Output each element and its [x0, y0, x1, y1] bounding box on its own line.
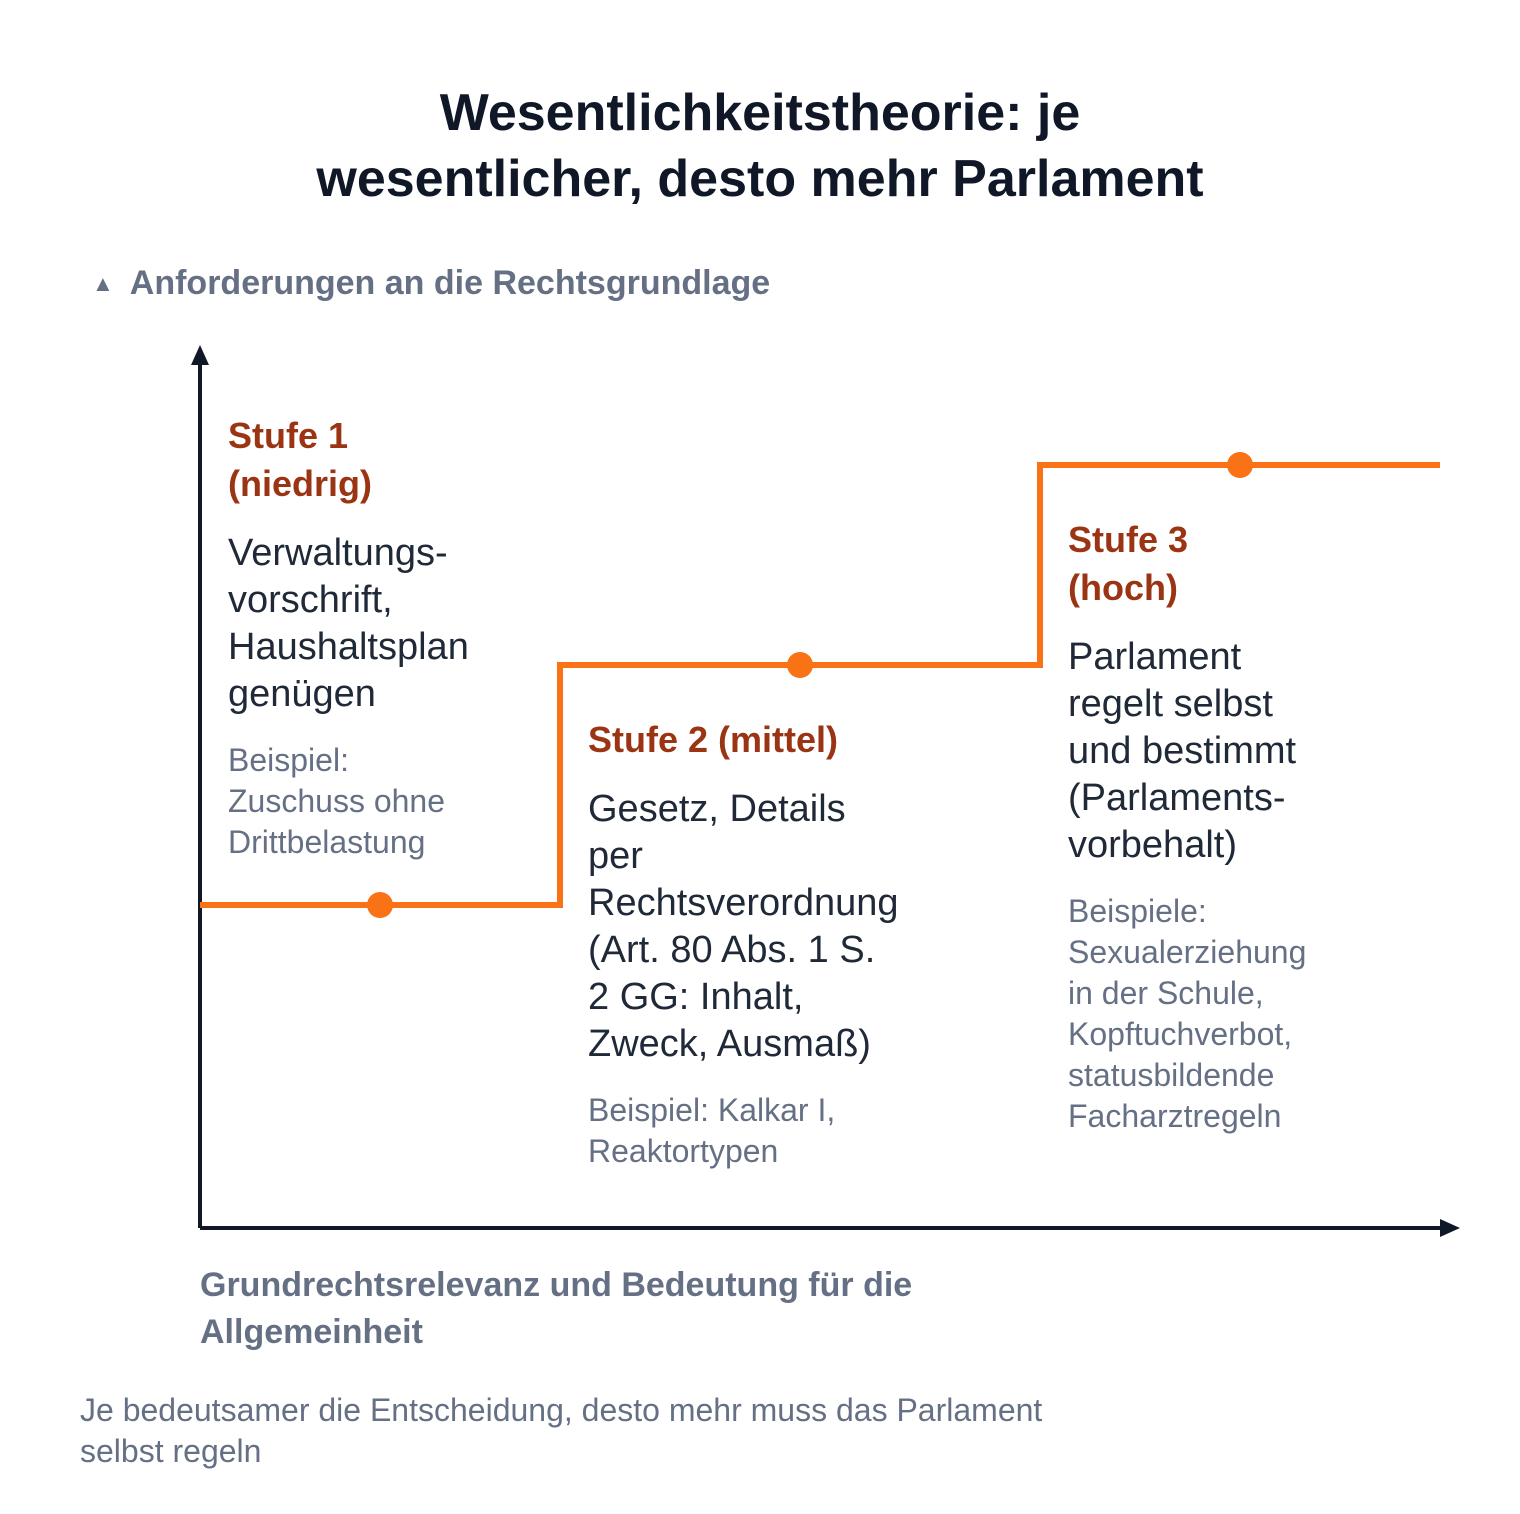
y-axis-label-text: Anforderungen an die Rechtsgrundlage — [129, 264, 771, 302]
stage-2: Stufe 2 (mittel) Gesetz, Details per Rec… — [588, 716, 928, 1172]
stage-3-title: Stufe 3 (hoch) — [1068, 519, 1189, 608]
stage-3-description: Parlament regelt selbst und bestimmt (Pa… — [1068, 636, 1297, 866]
stage-3: Stufe 3 (hoch) Parlament regelt selbst u… — [1068, 516, 1368, 1137]
caption: Je bedeutsamer die Entscheidung, desto m… — [80, 1392, 1043, 1469]
stage-2-example: Beispiel: Kalkar I, Reaktortypen — [588, 1092, 836, 1169]
stage-2-title: Stufe 2 (mittel) — [588, 719, 839, 760]
stage-3-marker — [1227, 452, 1253, 478]
stage-3-example: Beispiele: Sexualerziehung in der Schule… — [1068, 893, 1307, 1134]
diagram-title: Wesentlichkeitstheorie: je wesentlicher,… — [316, 84, 1204, 208]
stage-1: Stufe 1 (niedrig) Verwaltungs- vorschrif… — [228, 412, 548, 863]
stage-1-example: Beispiel: Zuschuss ohne Drittbelastung — [228, 742, 446, 860]
triangle-up-icon: ▲ — [92, 270, 114, 296]
stage-1-marker — [367, 892, 393, 918]
x-axis-label: Grundrechtsrelevanz und Bedeutung für di… — [200, 1266, 913, 1351]
stage-2-description: Gesetz, Details per Rechtsverordnung (Ar… — [588, 788, 899, 1065]
stage-1-title: Stufe 1 (niedrig) — [228, 415, 372, 504]
x-axis-arrowhead — [1440, 1219, 1460, 1237]
stage-1-description: Verwaltungs- vorschrift, Haushaltsplan g… — [228, 532, 469, 715]
stage-2-marker — [787, 652, 813, 678]
y-axis-arrowhead — [191, 345, 209, 365]
y-axis-label: ▲ Anforderungen an die Rechtsgrundlage — [92, 264, 770, 303]
